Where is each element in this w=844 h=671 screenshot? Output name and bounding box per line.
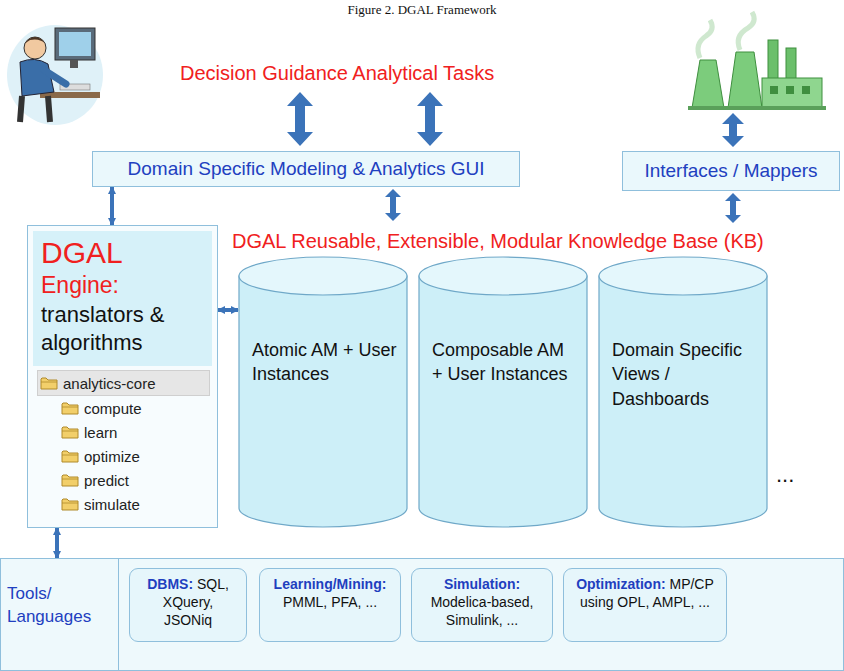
folder-name: analytics-core [63, 375, 156, 392]
folder-name: compute [84, 400, 142, 417]
folder-name: learn [84, 424, 117, 441]
cylinder-text: Composable AM + User Instances [418, 256, 588, 387]
box-label: Interfaces / Mappers [644, 160, 817, 182]
tool-list: PMML, PFA, ... [283, 594, 377, 610]
figure-title: Figure 2. DGAL Framework [0, 2, 844, 18]
folder-icon [61, 401, 79, 415]
folder-icon [61, 473, 79, 487]
text-label: Decision Guidance Analytical Tasks [180, 62, 494, 85]
tool-box: DBMS: SQL, XQuery, JSONiq [129, 568, 247, 642]
folder-row: predict [37, 468, 210, 492]
folder-row: simulate [37, 492, 210, 516]
folder-name: simulate [84, 496, 140, 513]
folder-row: optimize [37, 444, 210, 468]
engine-title: Engine: [41, 271, 206, 301]
folder-tree: analytics-core compute learn optimize predic… [33, 366, 212, 518]
tool-box: Learning/Mining: PMML, PFA, ... [259, 568, 401, 642]
box-label: Domain Specific Modeling & Analytics GUI [128, 158, 485, 180]
folder-icon [40, 376, 58, 390]
power-plant [688, 12, 826, 110]
connector-arrow [110, 187, 114, 225]
folder-row: compute [37, 396, 210, 420]
store-label: Atomic AM + User Instances [252, 338, 398, 387]
folder-row: analytics-core [37, 370, 210, 396]
engine-panel: DGALEngine:translators & algorithms [33, 231, 212, 366]
separator [118, 559, 119, 670]
folder-name: predict [84, 472, 129, 489]
connector-arrow [218, 308, 238, 312]
tool-heading: DBMS: [147, 576, 193, 592]
band-title: Tools/ Languages [7, 583, 107, 629]
person-at-computer [7, 25, 103, 125]
text-label: ... [776, 462, 794, 488]
kb-cylinder: Composable AM + User Instances [418, 256, 588, 528]
tool-heading: Optimization: [576, 576, 665, 592]
cylinder-text: Domain Specific Views / Dashboards [598, 256, 768, 411]
kb-cylinder: Atomic AM + User Instances [238, 256, 408, 528]
connector-arrow [55, 528, 59, 558]
folder-icon [61, 425, 79, 439]
tool-box: Optimization: MP/CP using OPL, AMPL, ... [563, 568, 727, 642]
folder-icon [61, 449, 79, 463]
text-label: DGAL Reusable, Extensible, Modular Knowl… [232, 230, 764, 253]
interface-box: Domain Specific Modeling & Analytics GUI [92, 151, 520, 187]
cylinder-outline [238, 256, 408, 528]
tool-heading: Learning/Mining: [274, 576, 387, 592]
engine-title: translators & algorithms [41, 301, 206, 358]
folder-icon [61, 497, 79, 511]
tool-list: Modelica-based, Simulink, ... [431, 594, 534, 628]
kb-cylinder: Domain Specific Views / Dashboards [598, 256, 768, 528]
cylinder-text: Atomic AM + User Instances [238, 256, 408, 387]
folder-row: learn [37, 420, 210, 444]
folder-name: optimize [84, 448, 140, 465]
tool-heading: Simulation: [444, 576, 520, 592]
engine-box: DGALEngine:translators & algorithmsanaly… [27, 225, 218, 528]
tools-band: Tools/ Languages DBMS: SQL, XQuery, JSONi… [0, 558, 844, 671]
store-label: Domain Specific Views / Dashboards [612, 338, 758, 411]
store-label: Composable AM + User Instances [432, 338, 578, 387]
cylinder-outline [418, 256, 588, 528]
engine-title: DGAL [41, 235, 206, 271]
tool-box: Simulation: Modelica-based, Simulink, ..… [411, 568, 553, 642]
interface-box: Interfaces / Mappers [622, 151, 840, 191]
